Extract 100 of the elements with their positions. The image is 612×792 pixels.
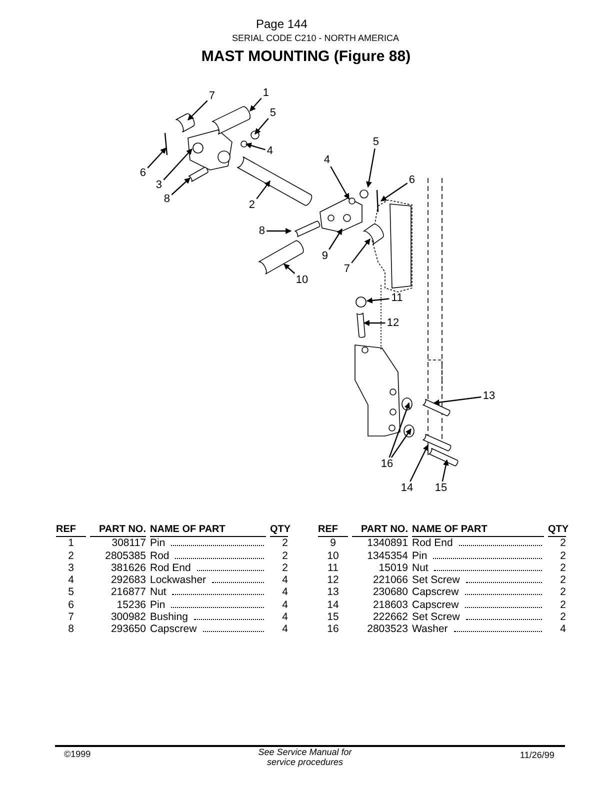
leader-line (442, 459, 449, 482)
ref-number: 15 (326, 611, 340, 624)
leader-line (363, 320, 386, 326)
part-number: 15019 (378, 562, 408, 574)
ref-number: 13 (326, 586, 340, 599)
leader-line (254, 118, 269, 134)
copyright-note: ©1999 (64, 749, 91, 759)
leader-line (245, 142, 266, 150)
ref-number: 14 (326, 598, 340, 612)
leader-line (366, 148, 376, 188)
ref-number: 12 (326, 574, 340, 586)
part-name: Nut (150, 586, 166, 599)
quantity: 4 (281, 623, 288, 636)
ref-number: 8 (67, 623, 75, 636)
leader-line (388, 402, 410, 458)
part-number: 292683 (110, 574, 146, 586)
leader-line (390, 428, 412, 458)
quantity: 4 (281, 586, 288, 599)
callout-number: 13 (481, 390, 497, 402)
quantity: 2 (559, 598, 566, 612)
callout-number: 5 (268, 106, 278, 120)
callout-number: 15 (433, 482, 449, 494)
callout-number: 16 (379, 458, 395, 470)
column-header: REF (56, 524, 86, 538)
leader-line (351, 238, 370, 264)
part-number: 308117 (110, 537, 146, 550)
part-name: Set Screw (412, 574, 460, 586)
part-name: Set Screw (412, 611, 460, 624)
leader-line (328, 228, 342, 250)
column-header: NAME OF PART (150, 524, 266, 538)
column-header: PART NO. (90, 524, 146, 538)
callout-number: 1 (261, 86, 271, 100)
quantity: 2 (559, 562, 566, 574)
callout-number: 3 (154, 178, 164, 192)
part-name: Capscrew (150, 623, 197, 636)
ref-number: 9 (329, 537, 337, 550)
date: 11/26/99 (520, 750, 554, 760)
serial-code: SERIAL CODE C210 - NORTH AMERICA (232, 33, 400, 43)
part-number: 1340891 (366, 537, 408, 550)
ref-number: 6 (67, 598, 75, 612)
column-header: REF (318, 524, 348, 538)
quantity: 4 (281, 611, 288, 624)
quantity: 2 (281, 550, 288, 562)
part-name: Pin (150, 598, 166, 612)
part-name: Rod End (150, 562, 191, 574)
callout-number: 11 (389, 292, 405, 304)
service-note: See Service Manual for service procedures (257, 747, 353, 767)
ref-number: 11 (326, 562, 340, 574)
part-name: Pin (412, 550, 428, 562)
part-name: Capscrew (412, 598, 459, 612)
part-name: Washer (412, 623, 448, 636)
callout-number: 9 (320, 250, 330, 262)
quantity: 4 (281, 598, 288, 612)
leader-line (433, 396, 482, 406)
quantity: 2 (281, 537, 288, 550)
ref-number: 10 (326, 550, 340, 562)
leader-line (147, 148, 166, 168)
callout-number: 12 (385, 316, 401, 330)
ref-number: 5 (67, 586, 75, 599)
part-number: 2803523 (366, 623, 408, 636)
part-number: 15236 (116, 598, 146, 612)
leader-line (366, 297, 390, 304)
page-number: Page 144 (256, 17, 308, 31)
part-number: 222662 (372, 611, 408, 624)
part-number: 2805385 (104, 550, 146, 562)
callout-number: 2 (247, 198, 257, 212)
figure-title: MAST MOUNTING (Figure 88) (200, 48, 412, 65)
quantity: 2 (559, 586, 566, 599)
column-header: PART NO. (352, 524, 408, 538)
callout-number: 8 (257, 224, 267, 238)
part-number: 230680 (372, 586, 408, 599)
leader-line (330, 166, 350, 200)
part-number: 300982 (110, 611, 146, 624)
quantity: 2 (559, 537, 566, 550)
leader-line (171, 178, 190, 196)
quantity: 4 (281, 574, 288, 586)
part-number: 218603 (372, 598, 408, 612)
part-number: 381626 (110, 562, 146, 574)
callout-number: 6 (138, 166, 148, 180)
callout-number: 14 (399, 482, 415, 494)
part-number: 216877 (110, 586, 146, 599)
ref-number: 4 (67, 574, 75, 586)
part-number: 293650 (110, 623, 146, 636)
quantity: 2 (559, 574, 566, 586)
ref-number: 7 (67, 611, 75, 624)
quantity: 4 (559, 623, 566, 636)
callout-number: 7 (207, 90, 217, 102)
quantity: 2 (559, 611, 566, 624)
callout-number: 5 (371, 136, 381, 148)
leader-line (256, 180, 270, 200)
callout-number: 7 (342, 262, 352, 276)
ref-number: 1 (67, 537, 75, 550)
leader-line (380, 182, 408, 202)
leader-line (410, 444, 429, 482)
callout-number: 6 (407, 174, 417, 186)
quantity: 2 (559, 550, 566, 562)
callout-number: 4 (265, 144, 275, 158)
part-name: Nut (412, 562, 428, 574)
leader-line (284, 264, 296, 274)
part-name: Bushing (150, 611, 188, 624)
